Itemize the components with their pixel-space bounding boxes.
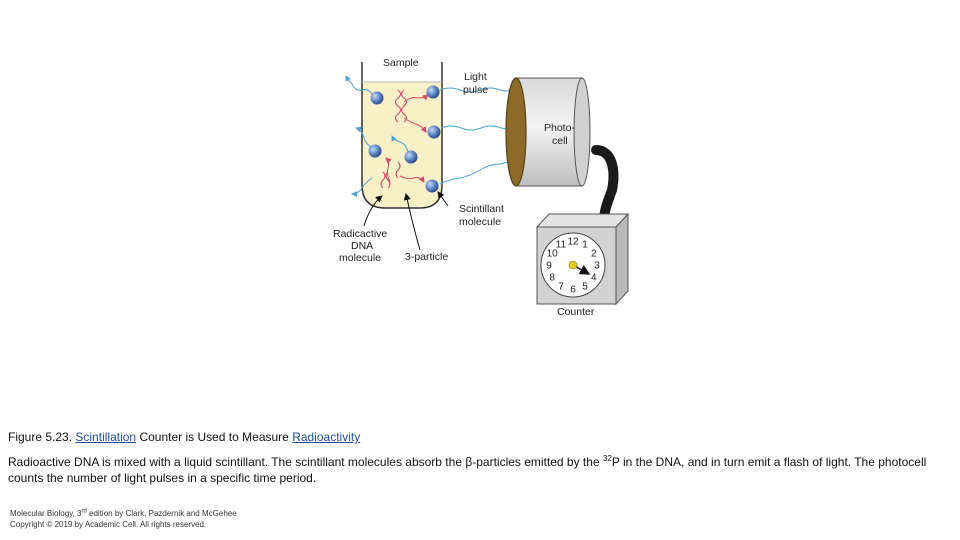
dial-number: 12 bbox=[567, 237, 579, 248]
dial-number: 11 bbox=[556, 240, 567, 251]
light-pulse-label-line2: pulse bbox=[463, 84, 488, 96]
credit-edition-superscript: rd bbox=[81, 508, 87, 515]
dial-number: 7 bbox=[558, 281, 564, 292]
counter-label: Counter bbox=[557, 306, 595, 318]
dial-number: 9 bbox=[546, 261, 552, 272]
scintillation-link[interactable]: Scintillation bbox=[75, 430, 137, 444]
dial-number: 4 bbox=[591, 273, 597, 284]
dial-number: 2 bbox=[591, 249, 597, 260]
beta-particle-label: 3-particle bbox=[405, 251, 448, 263]
dial-number: 1 bbox=[582, 240, 588, 251]
dial-number: 10 bbox=[547, 249, 559, 260]
radioactivity-link[interactable]: Radioactivity bbox=[292, 430, 361, 444]
counter-pivot-icon bbox=[568, 260, 578, 270]
credit-book-title: Molecular Biology, 3 bbox=[10, 509, 82, 518]
caption-prefix: Figure 5.23. bbox=[8, 430, 73, 444]
dial-number: 6 bbox=[570, 285, 576, 296]
credit-line2: Copyright © 2019 by Academic Cell. All r… bbox=[10, 520, 207, 529]
description-isotope-superscript: 32 bbox=[602, 454, 612, 463]
description-part2: P in the DNA, and in turn emit a flash o… bbox=[8, 455, 927, 485]
sample-label: Sample bbox=[383, 57, 419, 69]
dna-molecule-icon bbox=[380, 89, 408, 189]
photocell-label-line2: cell bbox=[552, 135, 568, 147]
credit-authors: edition by Clark, Pazdernik and McGehee bbox=[89, 509, 237, 518]
scintillation-diagram: Sample Light pulse bbox=[333, 57, 630, 318]
scintillant-label-line1: Scintillant bbox=[459, 203, 504, 215]
dna-label-line3: molecule bbox=[339, 252, 381, 264]
beta-particle-arrows bbox=[385, 94, 429, 183]
dna-label-line1: Radicactive bbox=[333, 228, 387, 240]
scintillant-label-line2: molecule bbox=[459, 216, 501, 228]
caption-middle: Counter is Used to Measure bbox=[139, 430, 289, 444]
photocell-label-line1: Photo- bbox=[544, 122, 575, 134]
dial-number: 5 bbox=[582, 281, 588, 292]
dial-number: 3 bbox=[594, 261, 600, 272]
light-pulse-label-line1: Light bbox=[464, 71, 487, 83]
figure-description: Radioactive DNA is mixed with a liquid s… bbox=[8, 454, 953, 486]
counter-needle bbox=[568, 260, 591, 275]
figure-caption: Figure 5.23. Scintillation Counter is Us… bbox=[8, 429, 953, 445]
photocell bbox=[505, 77, 619, 227]
dial-number: 8 bbox=[549, 273, 555, 284]
dna-label-line2: DNA bbox=[351, 240, 373, 252]
description-part1: Radioactive DNA is mixed with a liquid s… bbox=[8, 455, 600, 469]
credit-line1: Molecular Biology, 3rd edition by Clark,… bbox=[10, 508, 410, 519]
copyright-credit: Molecular Biology, 3rd edition by Clark,… bbox=[10, 508, 410, 530]
